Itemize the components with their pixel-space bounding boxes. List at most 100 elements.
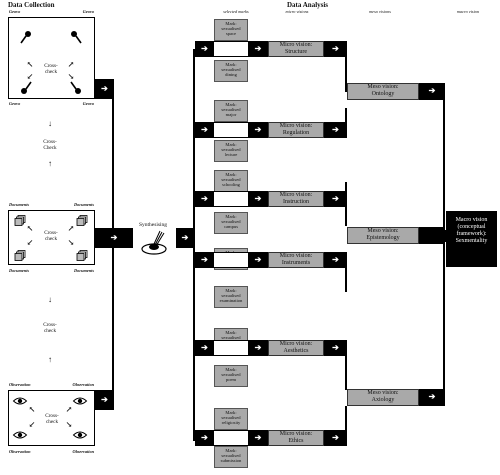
arrow-block: ➔ [324,340,347,356]
synthesising-label: Synthesising [138,222,168,228]
arrow-block: ➔ [195,430,214,446]
arrow-icon: ↗ [65,405,73,414]
arrow-block: ➔ [324,191,347,207]
meso-connector-line [345,49,347,92]
micro-vision-box: Micro vision:Instruments [268,252,324,268]
analysis-spine [193,49,195,441]
corner-label: Observation [72,449,95,454]
arrow-block: ➔ [248,41,268,57]
microphone-icon [21,81,32,94]
macro-spine [443,91,445,399]
arrow-icon: ↙ [28,420,36,429]
arrow-block: ➔ [195,122,214,138]
documents-panel: Documents Documents Documents Documents … [8,202,95,273]
arrow-icon: ↘ [65,420,73,429]
observation-panel: Observation Observation Observation Obse… [8,382,95,454]
corner-label: Geovo [82,9,94,14]
micro-vision-box: Micro vision:Regulation [268,122,324,138]
corner-label: Documents [73,268,94,273]
arrow-block: ➔ [419,389,445,406]
column-header-macro: macro vision [456,9,480,14]
arrow-block: ➔ [195,252,214,268]
cross-check-label: Cross-Check [43,139,57,151]
arrow-block [419,230,446,242]
arrow-icon: ↙ [26,72,34,81]
arrow-block: ➔ [324,252,347,268]
arrow-block: ➔ [195,191,214,207]
eye-icon [72,431,88,439]
column-header-meso: meso visions [369,9,391,14]
meso-connector-line [345,108,347,135]
eye-icon [12,397,28,405]
arrow-icon: ↘ [67,72,75,81]
whisk-bowl-icon [141,230,167,255]
cross-check-label: Cross-check [43,322,57,334]
micro-vision-box: Micro vision:Instruction [268,191,324,207]
connector-bar: ➔ [95,390,114,410]
microphone-icon [71,31,82,44]
arrow-block: ➔ [324,430,347,446]
column-header-micro: micro visions [285,9,309,14]
cross-check-label: Cross-check [44,63,58,75]
eye-icon [72,397,88,405]
connector-bar: ➔ [95,228,133,248]
corner-label: Documents [9,202,30,207]
eye-icon [12,431,28,439]
micro-vision-box: Micro vision:Structure [268,41,324,57]
connector-bar: ➔ [176,228,194,248]
connector-bar: ➔ [95,79,114,99]
document-stack-icon [76,250,88,261]
arrow-up-icon: ↑ [48,159,52,168]
document-stack-icon [76,215,88,226]
microphone-icon [70,81,81,94]
arrow-block: ➔ [248,191,268,207]
corner-label: Geovo [9,9,21,14]
arrow-up-icon: ↑ [48,355,52,364]
data-collection-heading: Data Collection [8,1,55,9]
arrow-icon: ↗ [67,60,75,69]
data-analysis-heading: Data Analysis [287,1,329,9]
meso-connector-line [345,182,347,226]
arrow-block: ➔ [419,83,445,100]
arrow-icon: ↖ [26,224,34,233]
arrow-block: ➔ [195,41,214,57]
micro-vision-box: Micro vision:Ethics [268,430,324,446]
meso-connector-line [345,252,347,292]
arrow-block: ➔ [248,122,268,138]
meso-connector-line [345,406,347,439]
arrow-block: ➔ [324,41,347,57]
corner-label: Documents [73,202,94,207]
arrow-block: ➔ [324,122,347,138]
microphone-icon [20,31,31,44]
corner-label: Observation [9,382,31,387]
cross-check-label: Cross-check [44,230,58,242]
document-stack-icon [14,250,26,261]
meso-vision-box: Meso vision:Epistemology [347,227,419,244]
arrow-icon: ↖ [26,60,34,69]
corner-label: Geovo [82,101,94,106]
arrow-icon: ↖ [28,405,36,414]
arrow-block: ➔ [248,252,268,268]
meso-connector-line [345,356,347,390]
arrow-block: ➔ [248,340,268,356]
macro-vision-box: Macro vision (conceptual framework): Sex… [446,211,497,267]
meso-vision-box: Meso vision:Ontology [347,83,419,100]
corner-label: Observation [72,382,95,387]
arrow-icon: ↘ [67,238,75,247]
cross-check-label: Cross-check [45,413,59,425]
arrow-block: ➔ [248,430,268,446]
arrow-down-icon: ↓ [48,119,52,128]
document-stack-icon [14,215,26,226]
column-header-marks: selected marks [223,9,249,14]
geovo-panel: Geovo Geovo Geovo Geovo ↖ ↗ ↙ ↘ Cross-ch… [8,9,95,106]
